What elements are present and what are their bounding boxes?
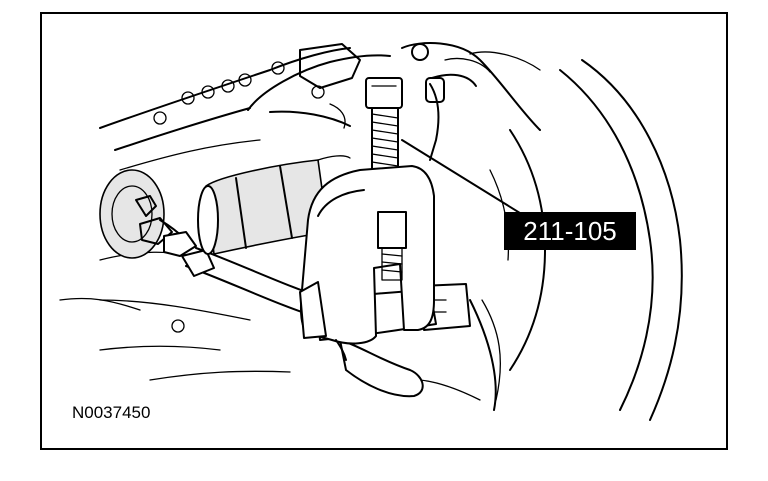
- callout-box: 211-105: [504, 212, 636, 250]
- callout-leader: [401, 139, 529, 219]
- shock-absorber: [197, 155, 351, 255]
- subframe-background: [59, 42, 541, 401]
- steering-rack: [99, 169, 331, 319]
- ball-joint-separator-tool: [299, 77, 435, 361]
- tool-number-label: 211-105: [523, 216, 617, 246]
- figure-id: N0037450: [72, 403, 150, 422]
